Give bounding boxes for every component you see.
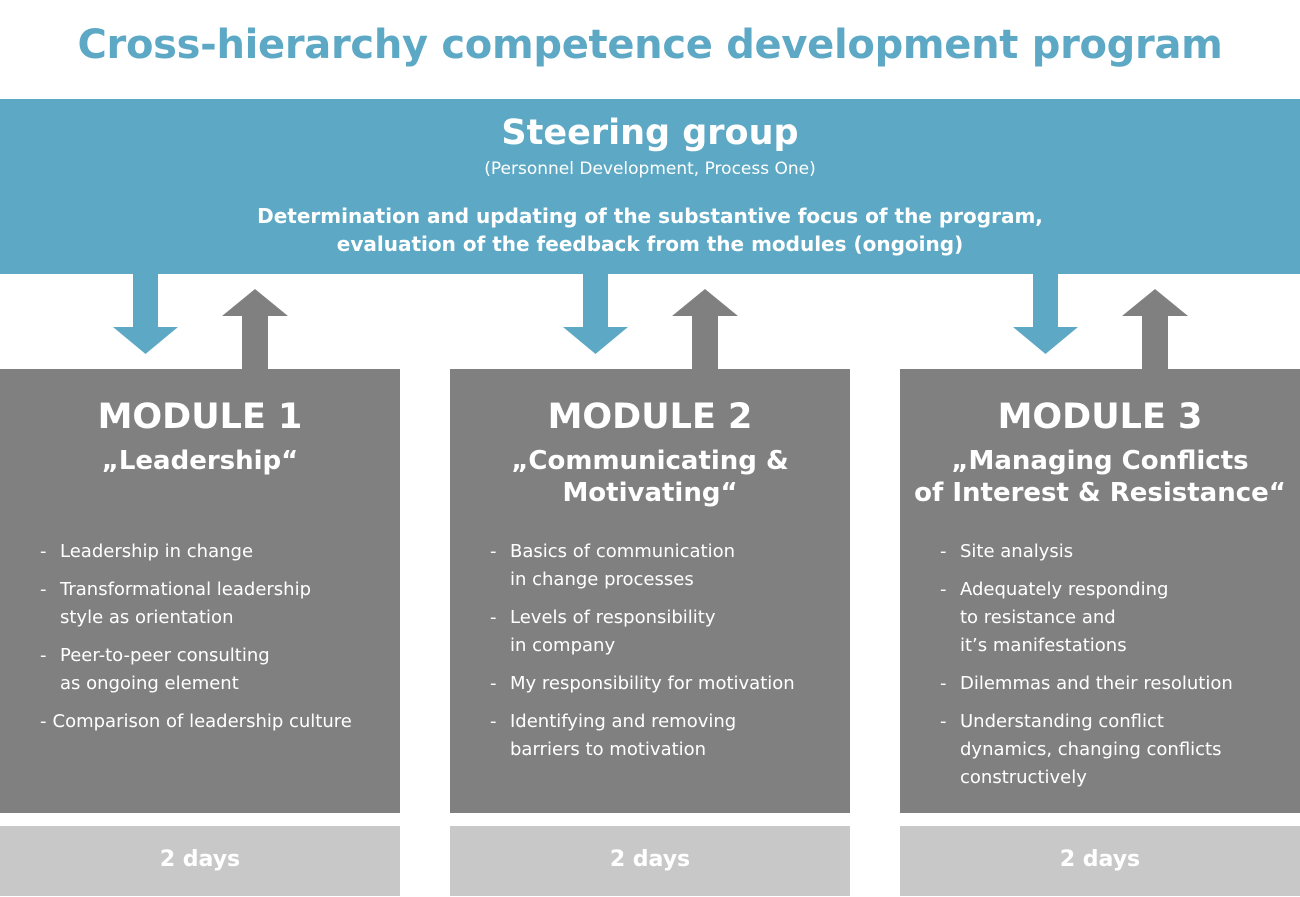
down-arrow-icon bbox=[563, 274, 628, 354]
module-1-box: MODULE 1 „Leadership“ -Leadership in cha… bbox=[0, 369, 400, 813]
steering-group-heading: Steering group bbox=[501, 113, 799, 153]
dash-bullet: - bbox=[940, 711, 947, 732]
steering-group-box: Steering group (Personnel Development, P… bbox=[0, 99, 1300, 274]
list-item: -Comparison of leadership culture bbox=[0, 708, 400, 736]
list-item-text: Comparison of leadership culture bbox=[52, 711, 352, 732]
list-item: -Site analysis bbox=[900, 538, 1300, 566]
module-2-box: MODULE 2 „Communicating & Motivating“ -B… bbox=[450, 369, 850, 813]
dash-bullet: - bbox=[940, 579, 947, 600]
dash-bullet: - bbox=[490, 541, 497, 562]
dash-bullet: - bbox=[40, 711, 47, 732]
list-item-text: Basics of communication in change proces… bbox=[510, 541, 736, 590]
list-item-text: Transformational leadership style as ori… bbox=[60, 579, 312, 628]
module-2-topic-list: -Basics of communication in change proce… bbox=[450, 538, 850, 774]
list-item-text: My responsibility for motivation bbox=[510, 673, 795, 694]
dash-bullet: - bbox=[940, 541, 947, 562]
list-item: -Transformational leadership style as or… bbox=[0, 576, 400, 632]
up-arrow-icon bbox=[222, 289, 288, 370]
module-3-subtitle: „Managing Conflicts of Interest & Resist… bbox=[914, 446, 1286, 508]
up-arrow-icon bbox=[672, 289, 738, 370]
list-item-text: Peer-to-peer consulting as ongoing eleme… bbox=[60, 645, 270, 694]
list-item: -Leadership in change bbox=[0, 538, 400, 566]
list-item: -Understanding conflict dynamics, changi… bbox=[900, 708, 1300, 792]
down-arrow-icon bbox=[113, 274, 178, 354]
dash-bullet: - bbox=[40, 579, 47, 600]
dash-bullet: - bbox=[940, 673, 947, 694]
list-item-text: Identifying and removing barriers to mot… bbox=[510, 711, 737, 760]
flow-arrows bbox=[113, 274, 1188, 370]
steering-group-description: Determination and updating of the substa… bbox=[0, 202, 1300, 258]
list-item-text: Adequately responding to resistance and … bbox=[960, 579, 1169, 656]
dash-bullet: - bbox=[490, 607, 497, 628]
dash-bullet: - bbox=[490, 711, 497, 732]
module-1-topic-list: -Leadership in change -Transformational … bbox=[0, 538, 400, 746]
dash-bullet: - bbox=[40, 645, 47, 666]
list-item: -Identifying and removing barriers to mo… bbox=[450, 708, 850, 764]
list-item-text: Levels of responsibility in company bbox=[510, 607, 716, 656]
steering-group-subheading: (Personnel Development, Process One) bbox=[484, 159, 816, 179]
module-3-topic-list: -Site analysis -Adequately responding to… bbox=[900, 538, 1300, 802]
list-item-text: Understanding conflict dynamics, changin… bbox=[960, 711, 1222, 788]
up-arrow-icon bbox=[1122, 289, 1188, 370]
list-item: -Peer-to-peer consulting as ongoing elem… bbox=[0, 642, 400, 698]
module-2-duration: 2 days bbox=[450, 826, 850, 896]
list-item-text: Dilemmas and their resolution bbox=[960, 673, 1233, 694]
down-arrow-icon bbox=[1013, 274, 1078, 354]
dash-bullet: - bbox=[490, 673, 497, 694]
list-item: -Adequately responding to resistance and… bbox=[900, 576, 1300, 660]
page-title: Cross-hierarchy competence development p… bbox=[77, 22, 1223, 68]
module-3-title: MODULE 3 bbox=[997, 397, 1203, 437]
dash-bullet: - bbox=[40, 541, 47, 562]
list-item: -My responsibility for motivation bbox=[450, 670, 850, 698]
list-item-text: Leadership in change bbox=[60, 541, 254, 562]
module-3-duration: 2 days bbox=[900, 826, 1300, 896]
module-2-title: MODULE 2 bbox=[547, 397, 753, 437]
module-1-duration: 2 days bbox=[0, 826, 400, 896]
list-item: -Basics of communication in change proce… bbox=[450, 538, 850, 594]
module-3-box: MODULE 3 „Managing Conflicts of Interest… bbox=[900, 369, 1300, 813]
list-item: -Levels of responsibility in company bbox=[450, 604, 850, 660]
module-2-subtitle: „Communicating & Motivating“ bbox=[511, 446, 789, 508]
steering-group-description-line2: evaluation of the feedback from the modu… bbox=[336, 232, 964, 256]
list-item: -Dilemmas and their resolution bbox=[900, 670, 1300, 698]
module-1-title: MODULE 1 bbox=[97, 397, 303, 437]
steering-group-description-line1: Determination and updating of the substa… bbox=[257, 204, 1043, 228]
list-item-text: Site analysis bbox=[960, 541, 1074, 562]
module-1-subtitle: „Leadership“ bbox=[101, 446, 299, 476]
